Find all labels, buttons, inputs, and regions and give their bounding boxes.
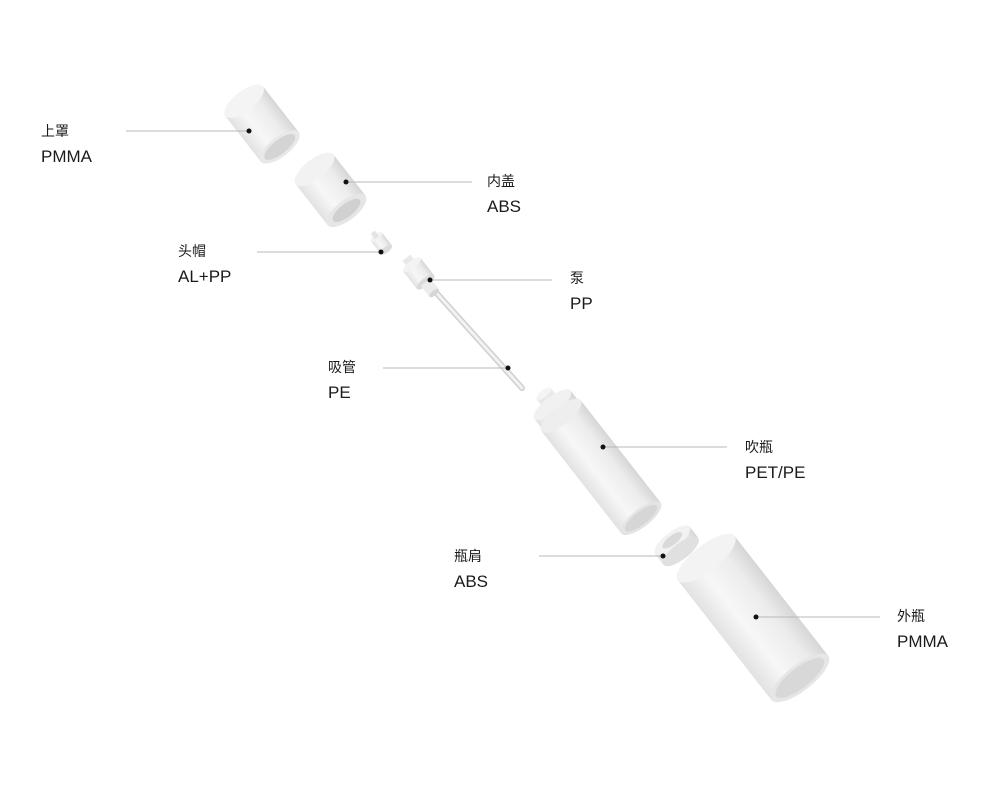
label-overcap: 上罩 PMMA: [41, 125, 92, 165]
pump-part: [402, 254, 440, 298]
component-name: 吹瓶: [745, 440, 773, 456]
dot-actuator: [378, 249, 384, 255]
component-name: 外瓶: [897, 609, 925, 625]
dot-inner-cap: [343, 179, 349, 185]
dot-overcap: [246, 128, 252, 134]
dot-blow-bottle: [600, 444, 606, 450]
dip-tube-part: [429, 285, 525, 391]
dot-shoulder: [660, 553, 666, 559]
component-material: PE: [328, 383, 351, 402]
dot-pump: [427, 277, 433, 283]
shoulder-part: [654, 525, 699, 567]
label-outer-bottle: 外瓶 PMMA: [897, 610, 948, 650]
blow-bottle-part: [533, 387, 662, 536]
label-pump: 泵 PP: [570, 272, 593, 312]
component-material: PMMA: [41, 147, 92, 166]
anchor-dots: [246, 128, 759, 620]
component-name: 内盖: [487, 174, 515, 190]
dot-outer-bottle: [753, 614, 759, 620]
label-dip-tube: 吸管 PE: [328, 361, 356, 401]
label-shoulder: 瓶肩 ABS: [454, 550, 488, 590]
inner-cap-part: [294, 152, 367, 228]
component-material: PMMA: [897, 632, 948, 651]
component-material: ABS: [487, 197, 522, 216]
component-name: 头帽: [178, 244, 206, 260]
component-material: PET/PE: [745, 463, 806, 482]
component-material: AL+PP: [178, 267, 232, 286]
component-material: PP: [570, 294, 593, 313]
component-name: 上罩: [41, 124, 69, 140]
overcap-part: [224, 84, 300, 164]
component-name: 瓶肩: [454, 549, 482, 565]
dot-dip-tube: [505, 365, 511, 371]
label-actuator: 头帽 AL+PP: [178, 245, 231, 285]
label-inner-cap: 内盖 ABS: [487, 175, 521, 215]
component-material: ABS: [454, 572, 489, 591]
component-name: 泵: [570, 271, 584, 287]
leader-lines: [126, 130, 880, 618]
label-blow-bottle: 吹瓶 PET/PE: [745, 441, 805, 481]
outer-bottle-part: [676, 533, 830, 703]
component-name: 吸管: [328, 360, 356, 376]
